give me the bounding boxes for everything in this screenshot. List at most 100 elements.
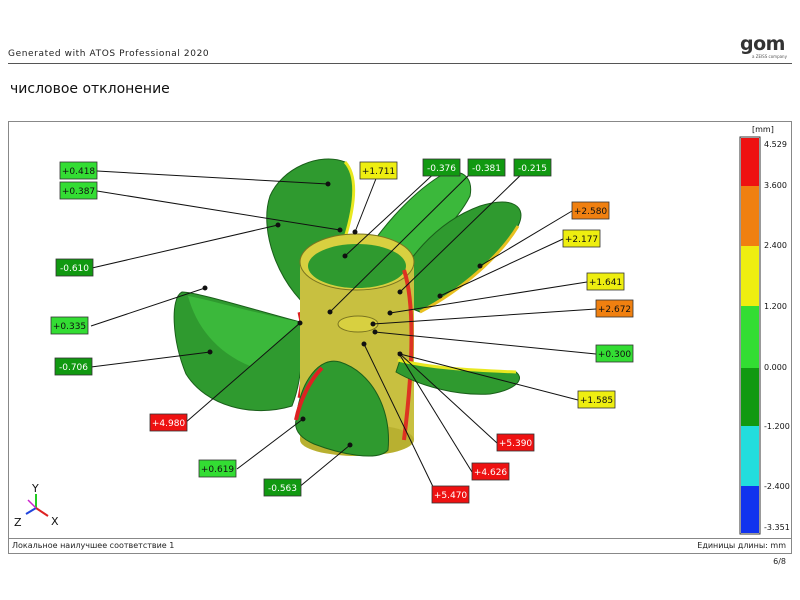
deviation-label: -0.215 [513, 158, 552, 177]
deviation-label-box [149, 413, 188, 432]
colorbar-band-orange [741, 186, 759, 246]
deviation-label-box [513, 158, 552, 177]
leader-line-16 [372, 308, 597, 325]
leader-line-7 [236, 418, 304, 470]
leader-line-10 [344, 167, 441, 257]
leader-dot-16 [370, 321, 376, 327]
deviation-label-text: +0.619 [201, 465, 235, 475]
leader-line-9 [354, 170, 380, 233]
leader-line-4 [90, 287, 206, 327]
leader-line-21 [363, 343, 438, 496]
colorbar-tick-label: -2.400 [764, 482, 790, 491]
deviation-label-text: +1.711 [362, 167, 395, 177]
axis-y-label: Y [31, 482, 39, 495]
colorbar-band-darkgreen [741, 368, 759, 426]
deviation-label: +1.641 [586, 272, 625, 291]
colorbar-tick-label: -3.351 [764, 523, 790, 532]
blade-top-right-edge [419, 225, 520, 314]
deviation-label: +2.177 [562, 229, 601, 248]
deviation-label-text: +0.418 [62, 167, 96, 177]
colorbar [739, 136, 761, 535]
propeller-model [173, 158, 522, 457]
deviation-label-box [263, 478, 302, 497]
deviation-label-text: +0.335 [53, 322, 86, 332]
blade-bottom-red-edge [294, 366, 324, 421]
leader-line-12 [399, 167, 529, 293]
leader-dot-10 [342, 253, 348, 259]
length-units: Единицы длины: mm [697, 541, 786, 550]
deviation-label-text: +2.177 [565, 235, 598, 245]
header-generated-text: Generated with ATOS Professional 2020 [8, 49, 210, 59]
deviation-label: -0.563 [263, 478, 302, 497]
deviation-labels: +0.418 +0.387 -0.610 +0.335 -0.706 +4.980 +0.6… [50, 158, 634, 504]
colorbar-tick-label: -1.200 [764, 422, 790, 431]
leader-dot-13 [477, 263, 483, 269]
deviation-label-box [577, 390, 616, 409]
deviation-label-text: +4.626 [474, 468, 508, 478]
deviation-label-box [595, 299, 634, 318]
colorbar-tick-label: 4.529 [764, 140, 787, 149]
colorbar-tick-label: 2.400 [764, 241, 787, 250]
leader-lines [90, 167, 597, 496]
deviation-label-box [359, 161, 398, 180]
axis-z-label: Z [14, 516, 22, 529]
leader-line-20 [397, 351, 473, 473]
deviation-label: +4.980 [149, 413, 188, 432]
deviation-label-text: +4.980 [152, 419, 186, 429]
logo-subtext: a ZEISS company [752, 54, 787, 59]
deviation-label: -0.381 [467, 158, 506, 177]
hub-red-band [402, 269, 414, 441]
leader-line-15 [389, 281, 588, 314]
deviation-label-box [55, 258, 94, 277]
leader-dot-4 [202, 285, 208, 291]
deviation-label-text: -0.215 [518, 164, 547, 174]
axis-triad: Y Z X [14, 482, 59, 529]
deviation-label-box [471, 462, 510, 481]
deviation-label-box [571, 201, 610, 220]
deviation-label-box [562, 229, 601, 248]
deviation-label: +0.387 [59, 181, 98, 200]
gom-logo: gom a ZEISS company [740, 33, 790, 61]
deviation-label-box [586, 272, 625, 291]
deviation-label: +4.626 [471, 462, 510, 481]
deviation-label: -0.610 [55, 258, 94, 277]
deviation-label: -0.706 [54, 357, 93, 376]
deviation-label-box [59, 181, 98, 200]
deviation-label: +0.335 [50, 316, 89, 335]
deviation-label-box [496, 433, 535, 452]
alignment-name: Локальное наилучшее соответствие 1 [12, 541, 175, 550]
axis-z-line [25, 507, 37, 515]
deviation-label-box [54, 357, 93, 376]
deviation-label-box [422, 158, 461, 177]
deviation-label-text: +1.641 [589, 278, 622, 288]
axis-x-label: X [51, 515, 59, 528]
deviation-label-text: -0.563 [268, 484, 297, 494]
leader-dot-14 [437, 293, 443, 299]
leader-line-3 [91, 224, 279, 269]
leader-dot-2 [337, 227, 343, 233]
colorbar-tick-label: 0.000 [764, 363, 787, 372]
viewport-frame [8, 121, 792, 554]
leader-dot-21 [361, 341, 367, 347]
leader-line-11 [329, 167, 477, 313]
page-number: 6/8 [773, 557, 786, 566]
colorbar-unit: [mm] [752, 125, 774, 134]
leader-line-8 [297, 444, 351, 489]
blade-right [395, 359, 521, 395]
leader-line-17 [374, 331, 597, 355]
blade-bottom [295, 360, 390, 457]
deviation-label: +1.585 [577, 390, 616, 409]
blade-left-highlight [188, 296, 300, 366]
deviation-label: +0.418 [59, 161, 98, 180]
deviation-label-box [50, 316, 89, 335]
leader-dot-15 [387, 310, 393, 316]
axis-x-line [35, 507, 49, 517]
leader-dot-1 [325, 181, 331, 187]
leader-line-6 [184, 322, 301, 424]
deviation-label: +0.300 [595, 344, 634, 363]
deviation-label-text: +0.300 [598, 350, 632, 360]
deviation-label: +5.390 [496, 433, 535, 452]
leader-dot-3 [275, 222, 281, 228]
deviation-label: +5.470 [431, 485, 470, 504]
